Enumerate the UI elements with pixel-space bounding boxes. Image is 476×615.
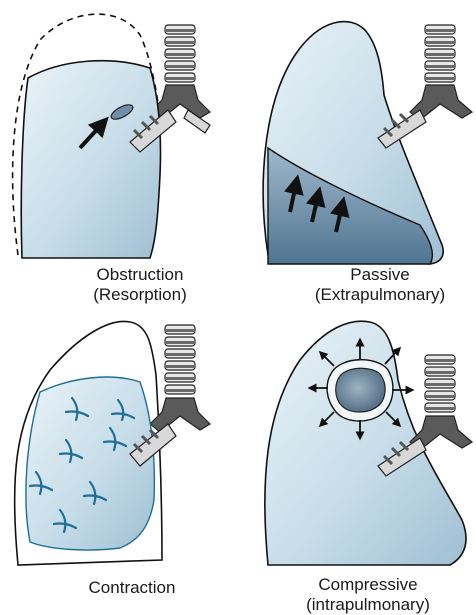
bronchus <box>129 423 177 467</box>
scar-mark-icon <box>28 396 136 534</box>
bronchus <box>377 437 427 477</box>
caption-contraction: Contraction <box>32 578 232 598</box>
bronchus <box>377 109 427 149</box>
bronchus <box>129 109 211 153</box>
mass-icon <box>335 367 386 413</box>
caption-line-1: Contraction <box>88 578 176 597</box>
caption-line-1: Obstruction <box>96 265 184 284</box>
lung-outline <box>264 320 467 566</box>
collapsed-lung <box>20 59 162 259</box>
caption-compressive: Compressive (intrapulmonary) <box>268 575 468 615</box>
arrow-icon <box>78 116 109 150</box>
contracted-lung <box>25 376 156 551</box>
arrow-icon <box>284 174 350 233</box>
panel-obstruction <box>11 13 211 259</box>
caption-obstruction: Obstruction (Resorption) <box>40 265 240 305</box>
collapsed-lung-region <box>267 146 434 265</box>
trachea <box>149 324 211 433</box>
original-lung-outline <box>11 13 161 256</box>
arrow-icon <box>307 337 415 441</box>
panel-compressive <box>264 320 474 566</box>
caption-line-2: (Extrapulmonary) <box>314 285 446 304</box>
trachea <box>409 24 474 121</box>
caption-line-2: (Resorption) <box>93 285 187 304</box>
caption-line-2: (intrapulmonary) <box>306 595 430 614</box>
caption-line-1: Compressive <box>318 575 418 594</box>
trachea <box>409 354 474 451</box>
panel-passive <box>262 20 474 265</box>
caption-line-1: Passive <box>350 265 410 284</box>
trachea <box>149 24 211 121</box>
caption-passive: Passive (Extrapulmonary) <box>280 265 476 305</box>
panel-contraction <box>13 320 211 566</box>
obstruction-plug-icon <box>110 104 134 120</box>
